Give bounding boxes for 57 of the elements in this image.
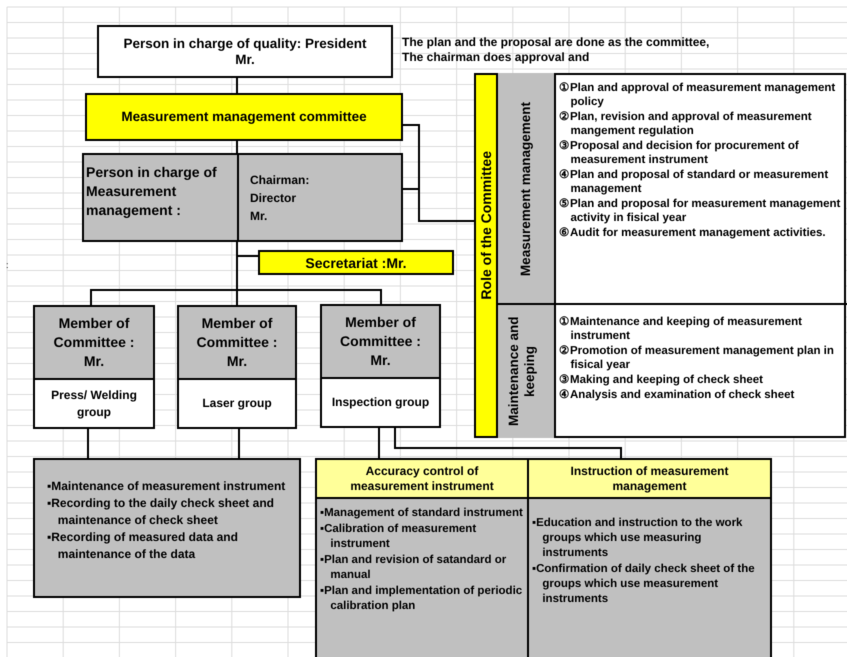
connector-line bbox=[236, 78, 238, 93]
chairman-box bbox=[82, 153, 403, 242]
node-label: Chairman: Director Mr. bbox=[250, 172, 310, 225]
list-item: ①Maintenance and keeping of measurement instrument bbox=[559, 315, 803, 343]
node-label: Person in charge of quality: President Mr. bbox=[122, 36, 368, 68]
connector-line bbox=[238, 429, 240, 458]
task-box bbox=[33, 458, 301, 598]
node-label: Measurement management committee bbox=[120, 109, 368, 125]
member-title: Member of Committee : Mr. bbox=[339, 313, 422, 370]
column-heading: Instruction of measurement management bbox=[569, 464, 730, 494]
group-name: Press/ Welding group bbox=[50, 386, 138, 420]
connector-line bbox=[87, 429, 89, 458]
list-item: ②Promotion of measurement management plan in fisical year bbox=[559, 344, 835, 372]
member-box bbox=[33, 305, 155, 429]
node-label: Person in charge of Measurement management : bbox=[86, 163, 218, 220]
list-item: ▪Plan and revision of satandard or manual bbox=[320, 553, 508, 583]
committee-box bbox=[85, 93, 403, 141]
member-box bbox=[177, 305, 297, 429]
member-box bbox=[320, 304, 441, 428]
secretariat-box bbox=[258, 250, 454, 275]
member-title: Member of Committee : Mr. bbox=[196, 314, 278, 371]
connector-line bbox=[378, 428, 380, 458]
list-item: ▪Recording to the daily check sheet and maintenance of check sheet bbox=[47, 495, 275, 529]
node-label: Role of the Committee bbox=[477, 151, 495, 302]
column-heading: Accuracy control of measurement instrument bbox=[349, 464, 495, 494]
list-item: ▪Education and instruction to the work groups which use measuring instruments bbox=[532, 516, 744, 561]
list-item: ②Plan, revision and approval of measurement mangement regulation bbox=[559, 110, 813, 138]
connector-line bbox=[236, 242, 382, 304]
row-heading: Measurement management bbox=[518, 102, 534, 276]
list-item: ④Analysis and examination of check sheet bbox=[559, 388, 796, 402]
list-item: ③Proposal and decision for procurement of measurement instrument bbox=[559, 139, 800, 167]
list-item: ⑥Audit for measurement management activities. bbox=[559, 226, 827, 240]
role-row bbox=[498, 303, 847, 438]
task-box bbox=[527, 458, 772, 657]
member-title: Member of Committee : Mr. bbox=[52, 314, 136, 371]
group-name: Laser group bbox=[201, 395, 273, 412]
list-item: ①Plan and approval of measurement management policy bbox=[559, 81, 836, 109]
list-item: ⑤Plan and proposal for measurement management activity in fisical year bbox=[559, 197, 842, 225]
list-item: ▪Calibration of measurement instrument bbox=[320, 522, 478, 552]
role-panel bbox=[474, 73, 846, 438]
list-item: ▪Recording of measured data and maintenance of the data bbox=[47, 529, 239, 563]
row-heading: Maintenance and keeping bbox=[506, 316, 538, 428]
stray-mark: : bbox=[6, 260, 10, 270]
connector-line bbox=[236, 141, 238, 153]
note-text: The plan and the proposal are done as the committee, The chairman does approval and bbox=[402, 35, 710, 65]
list-item: ③Making and keeping of check sheet bbox=[559, 373, 764, 387]
node-label: Secretariat :Mr. bbox=[304, 254, 408, 270]
list-item: ④Plan and proposal of standard or measurement management bbox=[559, 168, 830, 196]
title-box bbox=[97, 25, 393, 78]
group-name: Inspection group bbox=[330, 394, 430, 411]
list-item: ▪Confirmation of daily check sheet of the groups which use measurement instruments bbox=[532, 562, 756, 607]
list-item: ▪Maintenance of measurement instrument bbox=[47, 478, 286, 495]
connector-line bbox=[403, 188, 474, 222]
list-item: ▪Plan and implementation of periodic calibration plan bbox=[320, 584, 524, 614]
task-box bbox=[315, 458, 529, 657]
list-item: ▪Management of standard instrument bbox=[320, 506, 524, 521]
connector-line bbox=[394, 428, 622, 458]
